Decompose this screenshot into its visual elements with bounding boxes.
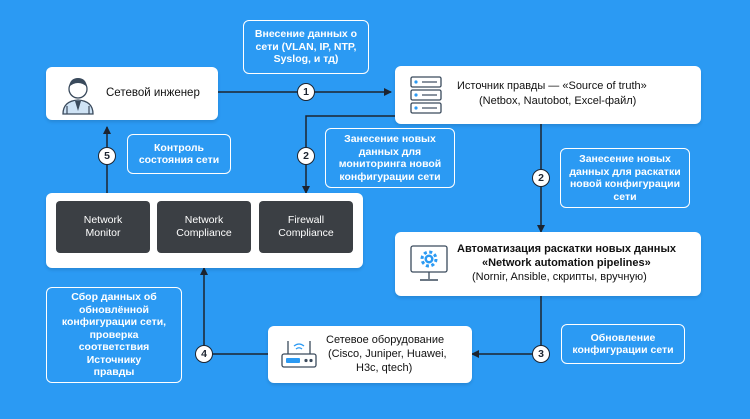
- arrow-step-2a: [302, 115, 395, 194]
- automation-line-3: (Nornir, Ansible, скрипты, вручную): [472, 271, 647, 283]
- step-number-1: 1: [297, 83, 315, 101]
- arrow-step-3: [471, 296, 542, 358]
- automation-line-2: «Network automation pipelines»: [482, 257, 651, 269]
- firewall-compliance-tile: Firewall Compliance: [259, 201, 353, 253]
- automation-line-1: Автоматизация раскатки новых данных: [457, 243, 676, 255]
- hardware-line-1: Сетевое оборудование: [326, 334, 445, 346]
- source-of-truth-subtitle: (Netbox, Nautobot, Excel-файл): [479, 95, 637, 107]
- engineer-card: Сетевой инженер: [46, 67, 218, 120]
- step-number-2b: 2: [532, 169, 550, 187]
- bubble-step-3: Обновление конфигурации сети: [561, 324, 685, 364]
- step-number-4: 4: [195, 345, 213, 363]
- bubble-step-5: Контроль состояния сети: [127, 134, 231, 174]
- automation-card: Автоматизация раскатки новых данных «Net…: [395, 232, 701, 296]
- bubble-step-2a: Занесение новых данных для мониторинга н…: [325, 128, 455, 188]
- engineer-label: Сетевой инженер: [106, 87, 200, 99]
- engineer-icon: [62, 78, 94, 115]
- hardware-line-3: H3c, qtech): [356, 362, 413, 374]
- step-number-3: 3: [532, 345, 550, 363]
- hardware-line-2: (Cisco, Juniper, Huawei,: [328, 348, 447, 360]
- step-number-2a: 2: [297, 147, 315, 165]
- server-rack-icon: [410, 76, 442, 114]
- network-monitor-tile: Network Monitor: [56, 201, 150, 253]
- bubble-step-1: Внесение данных о сети (VLAN, IP, NTP, S…: [243, 20, 369, 74]
- router-icon: [281, 341, 317, 368]
- arrow-step-4: [200, 267, 268, 355]
- network-hardware-card: Сетевое оборудование (Cisco, Juniper, Hu…: [268, 326, 472, 383]
- step-number-5: 5: [98, 147, 116, 165]
- source-of-truth-title: Источник правды — «Source of truth»: [457, 80, 647, 92]
- monitor-gear-icon: [410, 245, 448, 281]
- bubble-step-2b: Занесение новых данных для раскатки ново…: [560, 148, 690, 208]
- network-compliance-tile: Network Compliance: [157, 201, 251, 253]
- monitoring-panel: Network Monitor Network Compliance Firew…: [46, 193, 363, 268]
- bubble-step-4: Сбор данных об обновлённой конфигурации …: [46, 287, 182, 383]
- source-of-truth-card: Источник правды — «Source of truth» (Net…: [395, 66, 701, 124]
